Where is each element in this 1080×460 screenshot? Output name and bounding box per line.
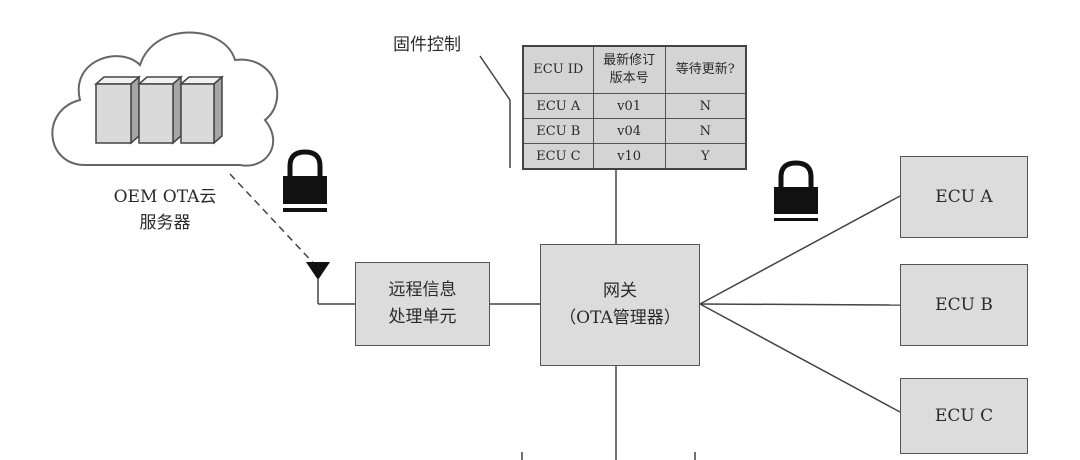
padlock-icon xyxy=(281,149,329,212)
table-cell-pending: N xyxy=(664,118,747,144)
firmware-control-label: 固件控制 xyxy=(393,35,461,55)
server-rack-icon xyxy=(94,75,224,145)
table-row: ECU A v01 N xyxy=(522,93,747,119)
cloud-server-label-line2: 服务器 xyxy=(139,213,191,233)
telematics-unit-box: 远程信息 处理单元 xyxy=(355,262,490,346)
antenna-icon xyxy=(306,262,330,280)
connection-lines xyxy=(229,55,901,460)
table-cell-ecu-id: ECU C xyxy=(522,143,594,170)
table-row: ECU C v10 Y xyxy=(522,143,747,170)
ecu-c-box: ECU C xyxy=(900,378,1028,454)
ota-wireless-link xyxy=(229,173,319,269)
table-cell-pending: Y xyxy=(664,143,747,170)
table-cell-ecu-id: ECU A xyxy=(522,93,594,119)
cloud-server-label-line1: OEM OTA云 xyxy=(113,187,217,207)
padlock-icon xyxy=(772,160,820,221)
table-cell-version: v04 xyxy=(592,118,666,144)
cloud-server-label: OEM OTA云 服务器 xyxy=(80,184,250,236)
gateway-box: 网关 （OTA管理器） xyxy=(540,244,700,366)
table-cell-version: v01 xyxy=(592,93,666,119)
firmware-control-leader xyxy=(479,55,511,101)
gateway-line2: （OTA管理器） xyxy=(559,308,681,328)
table-header-pending-update: 等待更新? xyxy=(664,45,747,94)
table-cell-pending: N xyxy=(664,93,747,119)
table-cell-version: v10 xyxy=(592,143,666,170)
table-header-latest-version: 最新修订版本号 xyxy=(592,45,666,94)
table-row: ECU B v04 N xyxy=(522,118,747,144)
table-cell-ecu-id: ECU B xyxy=(522,118,594,144)
ecu-a-box: ECU A xyxy=(900,156,1028,238)
gateway-line1: 网关 xyxy=(603,281,637,301)
telematics-unit-line1: 远程信息 xyxy=(388,280,457,300)
ecu-b-box: ECU B xyxy=(900,264,1028,346)
table-header-ecu-id: ECU ID xyxy=(522,45,594,94)
firmware-version-table: ECU ID 最新修订版本号 等待更新? ECU A v01 N ECU B v… xyxy=(522,45,747,170)
telematics-unit-line2: 处理单元 xyxy=(388,307,457,327)
